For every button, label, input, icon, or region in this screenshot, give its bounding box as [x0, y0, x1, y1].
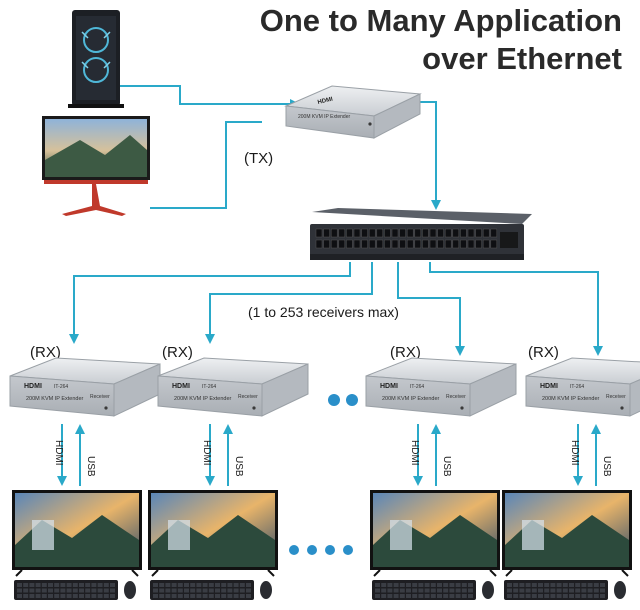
rx-label-1: (RX)	[30, 344, 61, 361]
link-switch-to-rx3	[397, 262, 465, 356]
rx-mouse-1	[124, 581, 136, 599]
link-tx-to-switch	[412, 101, 441, 210]
receivers-max-label: (1 to 253 receivers max)	[248, 304, 399, 320]
rx-monitor-4	[502, 490, 632, 577]
rx-device-model: IT-264	[54, 384, 68, 390]
link-tx-to-monitor	[150, 121, 262, 209]
rx-device-brand: HDMI	[24, 383, 42, 390]
switch-ports	[315, 228, 498, 249]
usb-label: USB	[85, 456, 96, 477]
title-line-2: over Ethernet	[422, 41, 622, 76]
rx-device-receiver: Receiver	[238, 394, 258, 400]
rx-device-brand: HDMI	[380, 383, 398, 390]
rx-monitor-2	[148, 490, 278, 577]
rx-device-4: HDMI IT-264 200M KVM IP Extender Receiver	[525, 357, 640, 417]
rx-label-3: (RX)	[390, 344, 421, 361]
rx-cables-2: HDMI USB	[201, 424, 244, 486]
hdmi-label: HDMI	[201, 440, 212, 466]
network-switch	[310, 208, 532, 260]
rx-device-name: 200M KVM IP Extender	[382, 396, 440, 402]
rx-device-brand: HDMI	[540, 383, 558, 390]
rx-device-model: IT-264	[570, 384, 584, 390]
rx-mouse-3	[482, 581, 494, 599]
rx-cables-1: HDMI USB	[53, 424, 96, 486]
rx-device-receiver: Receiver	[446, 394, 466, 400]
rx-mouse-2	[260, 581, 272, 599]
ellipsis-dots-lower	[289, 545, 353, 555]
tx-label: (TX)	[244, 150, 274, 167]
rx-keyboard-3	[372, 580, 476, 600]
rx-cables-3: HDMI USB	[409, 424, 452, 486]
tx-device: HDMI 200M KVM IP Extender	[284, 85, 422, 139]
rx-device-2: HDMI IT-264 200M KVM IP Extender Receiver	[157, 357, 309, 417]
link-switch-to-rx2	[205, 262, 373, 344]
rx-device-name: 200M KVM IP Extender	[26, 396, 84, 402]
rx-monitor-1	[12, 490, 142, 577]
hdmi-label: HDMI	[53, 440, 64, 466]
tx-device-brand: HDMI	[317, 97, 334, 106]
rx-device-name: 200M KVM IP Extender	[174, 396, 232, 402]
rx-device-model: IT-264	[410, 384, 424, 390]
usb-label: USB	[233, 456, 244, 477]
rx-keyboard-1	[14, 580, 118, 600]
rx-mouse-4	[614, 581, 626, 599]
tx-device-name: 200M KVM IP Extender	[298, 114, 350, 120]
ellipsis-dots-upper	[328, 394, 358, 406]
rx-device-3: HDMI IT-264 200M KVM IP Extender Receiver	[365, 357, 517, 417]
pc-tower	[68, 10, 124, 108]
rx-device-model: IT-264	[202, 384, 216, 390]
rx-device-brand: HDMI	[172, 383, 190, 390]
usb-label: USB	[601, 456, 612, 477]
rx-device-name: 200M KVM IP Extender	[542, 396, 600, 402]
rx-label-2: (RX)	[162, 344, 193, 361]
hdmi-label: HDMI	[409, 440, 420, 466]
link-switch-to-rx1	[69, 262, 351, 344]
rx-keyboard-4	[504, 580, 608, 600]
rx-device-1: HDMI IT-264 200M KVM IP Extender Receiver	[9, 357, 161, 417]
hdmi-label: HDMI	[569, 440, 580, 466]
link-pc-to-tx	[118, 85, 300, 109]
rx-device-receiver: Receiver	[606, 394, 626, 400]
link-switch-to-rx4	[429, 262, 603, 356]
rx-keyboard-2	[150, 580, 254, 600]
rx-cables-4: HDMI USB	[569, 424, 612, 486]
rx-device-receiver: Receiver	[90, 394, 110, 400]
title-line-1: One to Many Application	[259, 3, 622, 38]
usb-label: USB	[441, 456, 452, 477]
rx-label-4: (RX)	[528, 344, 559, 361]
tx-monitor	[42, 116, 150, 216]
rx-monitor-3	[370, 490, 500, 577]
